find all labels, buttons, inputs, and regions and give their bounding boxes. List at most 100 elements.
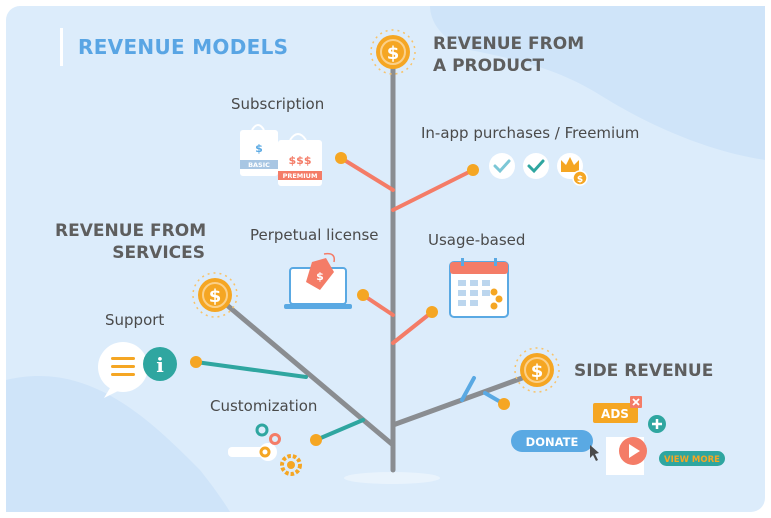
background-blob-top — [430, 6, 765, 160]
label-usage-based: Usage-based — [428, 231, 526, 249]
info-symbol: i — [156, 353, 164, 377]
coin-glow — [514, 347, 560, 393]
cursor-arrow-icon — [590, 445, 599, 461]
tree-ground-shadow — [344, 472, 440, 484]
label-perpetual-license: Perpetual license — [250, 226, 379, 244]
side-branch-up — [460, 376, 476, 402]
support-branch — [194, 360, 308, 379]
coin-services: $ — [192, 272, 238, 318]
laptop-price-tag-icon: $ — [284, 252, 352, 309]
subscription-dot — [335, 152, 347, 164]
label-subscription: Subscription — [231, 95, 325, 113]
calendar-grid — [458, 280, 490, 306]
subscription-branch — [339, 156, 395, 192]
small-coin-icon — [572, 170, 588, 186]
price-tag-symbol: $ — [316, 270, 324, 283]
usage-coin — [490, 288, 498, 296]
coin-symbol: $ — [209, 286, 222, 307]
play-icon — [629, 444, 640, 458]
info-icon — [143, 347, 177, 381]
small-gear-icon — [255, 423, 269, 437]
view-more-label: VIEW MORE — [664, 455, 720, 465]
small-gear-icon — [259, 446, 271, 458]
perpetual-dot — [357, 289, 369, 301]
donate-button — [511, 430, 593, 452]
premium-bag-symbol: $$$ — [289, 154, 312, 167]
wrench-icon — [228, 447, 268, 457]
premium-bag-label: PREMIUM — [283, 172, 318, 180]
calendar-ring — [494, 258, 497, 266]
label-support: Support — [105, 311, 165, 329]
chat-line — [111, 373, 135, 376]
small-coin-symbol: $ — [577, 175, 583, 185]
coin-ring — [202, 282, 228, 308]
label-customization: Customization — [210, 397, 318, 415]
coin-product: $ — [370, 29, 416, 75]
small-gear-icon — [269, 433, 281, 445]
coin-side: $ — [514, 347, 560, 393]
ads-badge-label: ADS — [601, 407, 629, 421]
side-revenue-icons: ADS DONATE VIEW MORE — [511, 396, 725, 475]
usage-branch — [391, 310, 434, 345]
chat-line — [111, 365, 135, 368]
section-revenue-from-services: REVENUE FROM SERVICES — [55, 221, 207, 263]
ads-badge — [593, 403, 638, 423]
in-app-branch — [391, 168, 475, 212]
title-accent-bar — [60, 28, 63, 66]
coin-glow — [370, 29, 416, 75]
bag-handle — [251, 124, 265, 131]
customization-dot — [310, 434, 322, 446]
gear-hub — [287, 461, 295, 469]
chat-line — [111, 357, 135, 360]
bag-handle — [289, 133, 307, 141]
calendar-header — [450, 262, 508, 274]
customization-icons — [228, 423, 302, 476]
tree — [194, 52, 539, 473]
branch-dots — [190, 152, 510, 446]
calendar-ring — [461, 258, 464, 266]
panel-background — [6, 6, 765, 512]
page-title: REVENUE MODELS — [78, 35, 289, 59]
basic-bag-band — [240, 160, 278, 169]
chat-bubble-tail — [104, 388, 120, 398]
check-circle-icon — [523, 153, 549, 179]
coin-glow — [192, 272, 238, 318]
section-revenue-from-product: REVENUE FROM A PRODUCT — [433, 34, 585, 76]
check-icon — [493, 159, 511, 174]
price-tag-icon — [306, 258, 334, 290]
view-more-badge — [659, 451, 725, 466]
close-icon — [632, 398, 640, 406]
section-side-revenue: SIDE REVENUE — [574, 361, 714, 381]
customization-branch — [314, 418, 365, 442]
coin-ring — [380, 39, 406, 65]
calendar-icon — [449, 258, 509, 318]
coin-symbol: $ — [387, 43, 400, 64]
gear-icon — [280, 454, 302, 476]
plus-symbol — [652, 419, 662, 429]
crown-icon — [561, 157, 579, 172]
coin-ring — [524, 357, 550, 383]
tag-string — [323, 252, 336, 263]
basic-bag-symbol: $ — [255, 142, 263, 155]
shopping-bags-icon: $ BASIC $$$ PREMIUM — [240, 124, 322, 186]
coin-symbol: $ — [531, 361, 544, 382]
freemium-icons: $ — [489, 153, 588, 186]
support-dot — [190, 356, 202, 368]
check-icon — [527, 159, 545, 174]
perpetual-branch — [361, 293, 395, 317]
check-circle-icon — [489, 153, 515, 179]
usage-dot — [426, 306, 438, 318]
usage-coin — [495, 295, 503, 303]
background-blob-bottom — [6, 376, 230, 512]
premium-bag-band — [278, 171, 322, 180]
basic-bag-label: BASIC — [248, 161, 270, 169]
label-in-app-purchases: In-app purchases / Freemium — [421, 124, 640, 142]
in-app-dot — [467, 164, 479, 176]
laptop-base — [284, 304, 352, 309]
side-dot — [498, 398, 510, 410]
support-icons: i — [98, 342, 177, 398]
donate-button-label: DONATE — [526, 435, 579, 449]
usage-coin — [490, 302, 498, 310]
